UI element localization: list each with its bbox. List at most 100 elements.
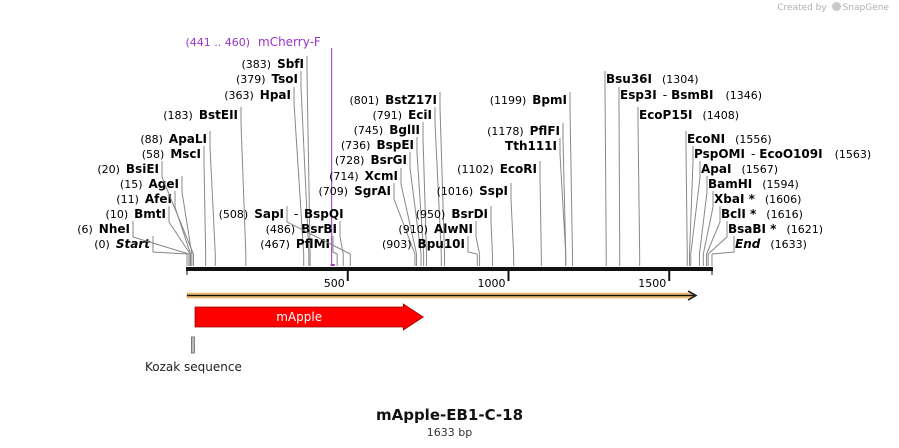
site-leader-line (422, 122, 428, 255)
site-leader-line (400, 168, 418, 255)
site-bcli: BclI *(1616) (706, 206, 803, 266)
site-name: Esp3I (620, 88, 657, 102)
site-separator: - (751, 147, 755, 161)
site-leader-line (306, 56, 311, 255)
strand-arrow-head (687, 290, 698, 301)
site-hpai: HpaI(363) (224, 87, 305, 266)
site-leader-line (203, 146, 207, 255)
site-name: EciI (408, 108, 432, 122)
site-leader-line (152, 236, 188, 255)
site-bsrbi: BsrBI(486) (266, 221, 344, 266)
site-name: PspOMI (694, 147, 745, 161)
site-leader-line (688, 146, 694, 255)
feature-label: Kozak sequence (145, 360, 242, 374)
site-pflfi: PflFI(1178) (487, 123, 567, 266)
site-position: (1567) (741, 163, 778, 176)
site-sspi: SspI(1016) (437, 183, 515, 266)
site-position: (467) (260, 238, 290, 251)
site-name: XbaI * (714, 192, 756, 206)
feature-mapple: mApple (194, 303, 425, 331)
site-position: (11) (116, 193, 139, 206)
site-pspomi: PspOMI-EcoO109I(1563) (688, 146, 872, 266)
site-position: (183) (163, 109, 193, 122)
site-leader-line (174, 191, 192, 255)
site-separator: - (294, 207, 298, 221)
site-name: SgrAI (354, 184, 391, 198)
site-leader-line (332, 236, 338, 255)
sequence-length-label: 1633 bp (426, 426, 473, 439)
site-leader-line (711, 236, 735, 255)
site-leader-line (293, 87, 305, 255)
site-name: EcoRI (500, 162, 537, 176)
site-nhei: NheI(6) (77, 221, 190, 266)
site-ecori: EcoRI(1102) (457, 161, 542, 266)
site-msci: MscI (58) (142, 146, 207, 266)
site-position: (736) (341, 139, 371, 152)
site-name: SapI (254, 207, 284, 221)
site-position: (363) (224, 89, 254, 102)
site-start: Start(0) (94, 236, 188, 266)
site-position: (903) (382, 238, 412, 251)
site-leader-line (439, 92, 446, 255)
primer-name: mCherry-F (258, 35, 321, 49)
site-name: BsiEI (126, 162, 159, 176)
site-name: TsoI (272, 72, 298, 86)
site-leader-line (286, 206, 351, 255)
site-bpmi: BpmI(1199) (490, 92, 573, 266)
site-name: EcoP15I (639, 108, 693, 122)
site-name: BstEII (199, 108, 238, 122)
site-name: Bpu10I (418, 237, 465, 251)
site-position: (58) (142, 148, 165, 161)
site-position: (1594) (762, 178, 799, 191)
site-xcmi: XcmI(714) (329, 168, 418, 266)
site-alwni: AlwNI(910) (398, 221, 481, 266)
site-name: End (735, 237, 761, 251)
site-position: (950) (416, 208, 446, 221)
strand-direction-arrow (186, 290, 698, 301)
site-position: (379) (236, 73, 266, 86)
site-leader-line (393, 183, 416, 255)
site-sapi: BspQI-SapI(508) (219, 206, 351, 266)
site-pflmi: PflMI (467) (260, 236, 338, 266)
site-position: (801) (350, 94, 380, 107)
site-position: (1616) (766, 208, 803, 221)
site-sgrai: SgrAI (709) (319, 183, 416, 266)
site-bsabi: BsaBI * (1621) (707, 221, 823, 266)
site-leader-line (702, 191, 714, 255)
site-name: MscI (170, 147, 201, 161)
site-name: BspEI (376, 138, 414, 152)
site-position: (791) (373, 109, 403, 122)
site-isoschizomer: BsmBI (671, 88, 713, 102)
site-name: AfeI (145, 192, 172, 206)
site-leader-line (181, 176, 193, 255)
site-esp3i: Esp3I-BsmBI(1346) (618, 87, 762, 266)
site-bsu36i: Bsu36I(1304) (604, 71, 699, 266)
site-bsteii: BstEII (183) (163, 107, 247, 266)
site-position: (709) (319, 185, 349, 198)
site-position: (1199) (490, 94, 527, 107)
site-name: Tth111I (505, 139, 557, 153)
site-position: (6) (77, 223, 93, 236)
site-leader-line (132, 221, 190, 255)
site-name: PflFI (530, 124, 560, 138)
site-leader-line (562, 123, 567, 255)
site-isoschizomer: BspQI (304, 207, 344, 221)
site-position: (383) (241, 58, 271, 71)
site-name: AlwNI (434, 222, 473, 236)
site-leader-line (434, 107, 442, 255)
site-position: (1621) (786, 223, 823, 236)
site-sbfi: SbfI(383) (241, 56, 311, 266)
site-name: BsaBI * (728, 222, 777, 236)
site-name: BstZ17I (385, 93, 437, 107)
site-separator: - (663, 88, 667, 102)
site-leader-line (510, 183, 515, 255)
axis-tick-label: 1500 (638, 277, 666, 290)
site-position: (10) (106, 208, 129, 221)
site-bsrdi: BsrDI(950) (416, 206, 493, 266)
site-name: PflMI (296, 237, 330, 251)
site-ecop15i: EcoP15I(1408) (637, 107, 739, 266)
site-position: (1016) (437, 185, 474, 198)
site-position: (1563) (835, 148, 872, 161)
site-position: (20) (97, 163, 120, 176)
